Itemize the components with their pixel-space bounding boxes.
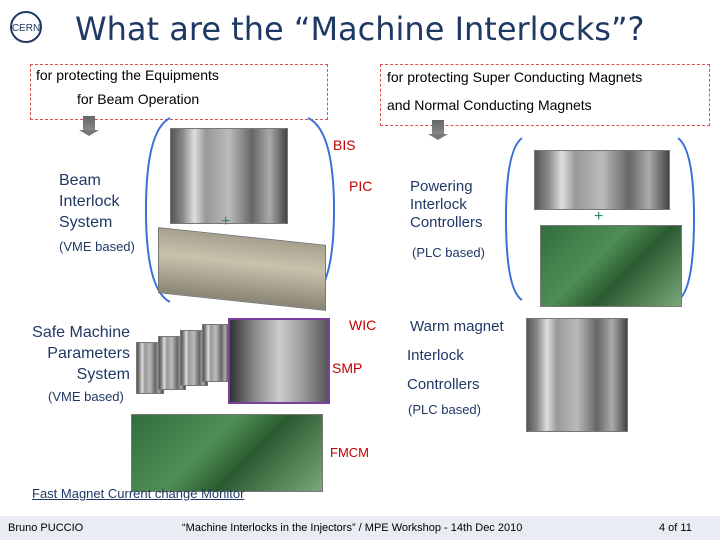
footer-talk-title: “Machine Interlocks in the Injectors” / … [182, 522, 523, 534]
left-header-box [30, 64, 328, 120]
smp-crate-photo [228, 318, 330, 404]
smp-label: SMP [332, 360, 363, 376]
smp-system-title: Safe Machine Parameters System [29, 322, 130, 385]
wic-label: WIC [349, 317, 377, 333]
smp-note: (VME based) [48, 389, 124, 404]
smp-line2: Parameters [47, 345, 130, 362]
pic-line3: Controllers [410, 214, 483, 231]
bis-system-title: Beam Interlock System [59, 170, 119, 233]
footer-page: 4 of 11 [659, 522, 692, 534]
right-header-line1: for protecting Super Conducting Magnets [387, 69, 643, 85]
pic-line1: Powering [410, 178, 473, 195]
smp-card-photo-4 [202, 324, 230, 382]
wic-note: (PLC based) [408, 402, 481, 417]
fmcm-board-photo [131, 414, 323, 492]
plus-sign: + [594, 208, 604, 225]
pic-system-title: Powering Interlock Controllers [410, 178, 483, 232]
right-group-brace [504, 137, 696, 301]
wic-cabinet-photo [526, 318, 628, 432]
cern-logo: CERN [10, 11, 42, 43]
bis-label: BIS [333, 137, 356, 153]
right-header-box [380, 64, 710, 126]
plus-sign: + [221, 213, 231, 230]
bis-line2: Interlock [59, 193, 120, 210]
pic-line2: Interlock [410, 196, 467, 213]
bis-rack-photo [170, 128, 288, 224]
bis-line3: System [59, 214, 113, 231]
smp-line3: System [76, 366, 130, 383]
page-title: What are the “Machine Interlocks”? [75, 10, 645, 48]
footer-author: Bruno PUCCIO [8, 522, 84, 534]
left-header-line2: for Beam Operation [77, 91, 200, 107]
fmcm-caption: Fast Magnet Current change Monitor [32, 486, 245, 501]
footer-bar [0, 516, 720, 540]
pic-cabinet-photo [534, 150, 670, 210]
down-arrow-icon [79, 116, 99, 136]
logo-text: CERN [12, 23, 40, 34]
pic-board-photo [540, 225, 682, 307]
wic-line3: Controllers [407, 376, 480, 393]
pic-label: PIC [349, 178, 373, 194]
wic-line2: Interlock [407, 347, 464, 364]
bis-note: (VME based) [59, 239, 135, 254]
smp-line1: Safe Machine [32, 324, 130, 341]
pic-note: (PLC based) [412, 245, 485, 260]
right-header-line2: and Normal Conducting Magnets [387, 97, 592, 113]
down-arrow-icon [428, 120, 448, 140]
bis-line1: Beam [59, 172, 101, 189]
left-header-line1: for protecting the Equipments [36, 67, 219, 83]
wic-line1: Warm magnet [410, 318, 504, 335]
fmcm-label: FMCM [330, 445, 369, 460]
